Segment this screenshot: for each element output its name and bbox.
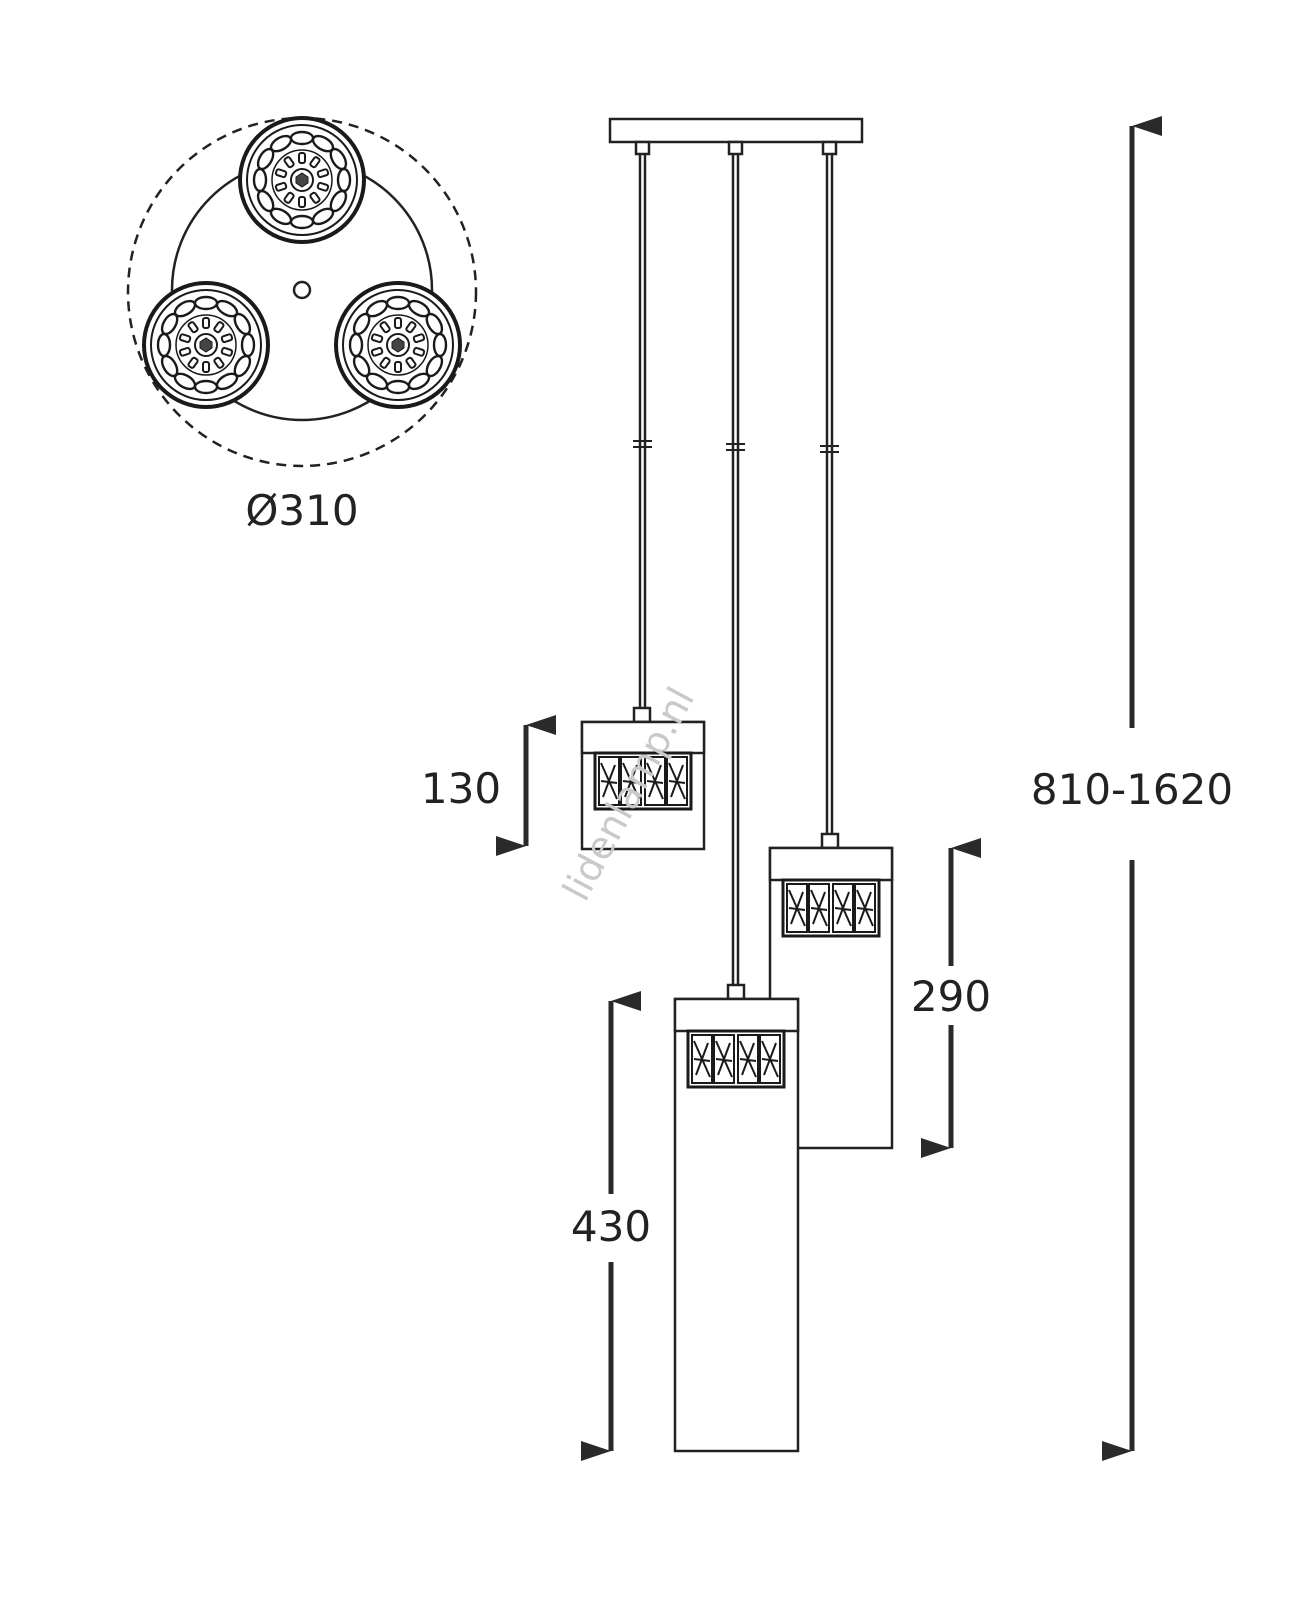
shade-large xyxy=(673,983,800,1453)
top-view xyxy=(126,116,478,468)
center-hole xyxy=(292,280,312,300)
cable-connector-center xyxy=(727,140,744,156)
side-view xyxy=(580,117,894,1453)
cable-connector-left xyxy=(634,140,651,156)
cable-left xyxy=(633,154,652,708)
dimension-small: 130 xyxy=(421,715,556,856)
top-view-shade-2 xyxy=(142,281,270,409)
shade-small xyxy=(580,706,706,851)
cable-connector-right xyxy=(821,140,838,156)
dimension-label-overall: 810-1620 xyxy=(1031,765,1233,814)
dimension-label-medium: 290 xyxy=(911,972,991,1021)
dimension-label-large: 430 xyxy=(571,1202,651,1251)
cable-right xyxy=(820,154,839,834)
dimension-medium: 290 xyxy=(911,838,991,1158)
cable-center xyxy=(726,154,745,985)
dimension-large: 430 xyxy=(571,991,651,1461)
diameter-label: Ø310 xyxy=(245,486,358,535)
dimension-label-small: 130 xyxy=(421,764,501,813)
top-view-shade-1 xyxy=(238,116,366,244)
dimension-overall: 810-1620 xyxy=(1031,116,1233,1461)
ceiling-canopy xyxy=(608,117,864,144)
top-view-shade-3 xyxy=(334,281,462,409)
